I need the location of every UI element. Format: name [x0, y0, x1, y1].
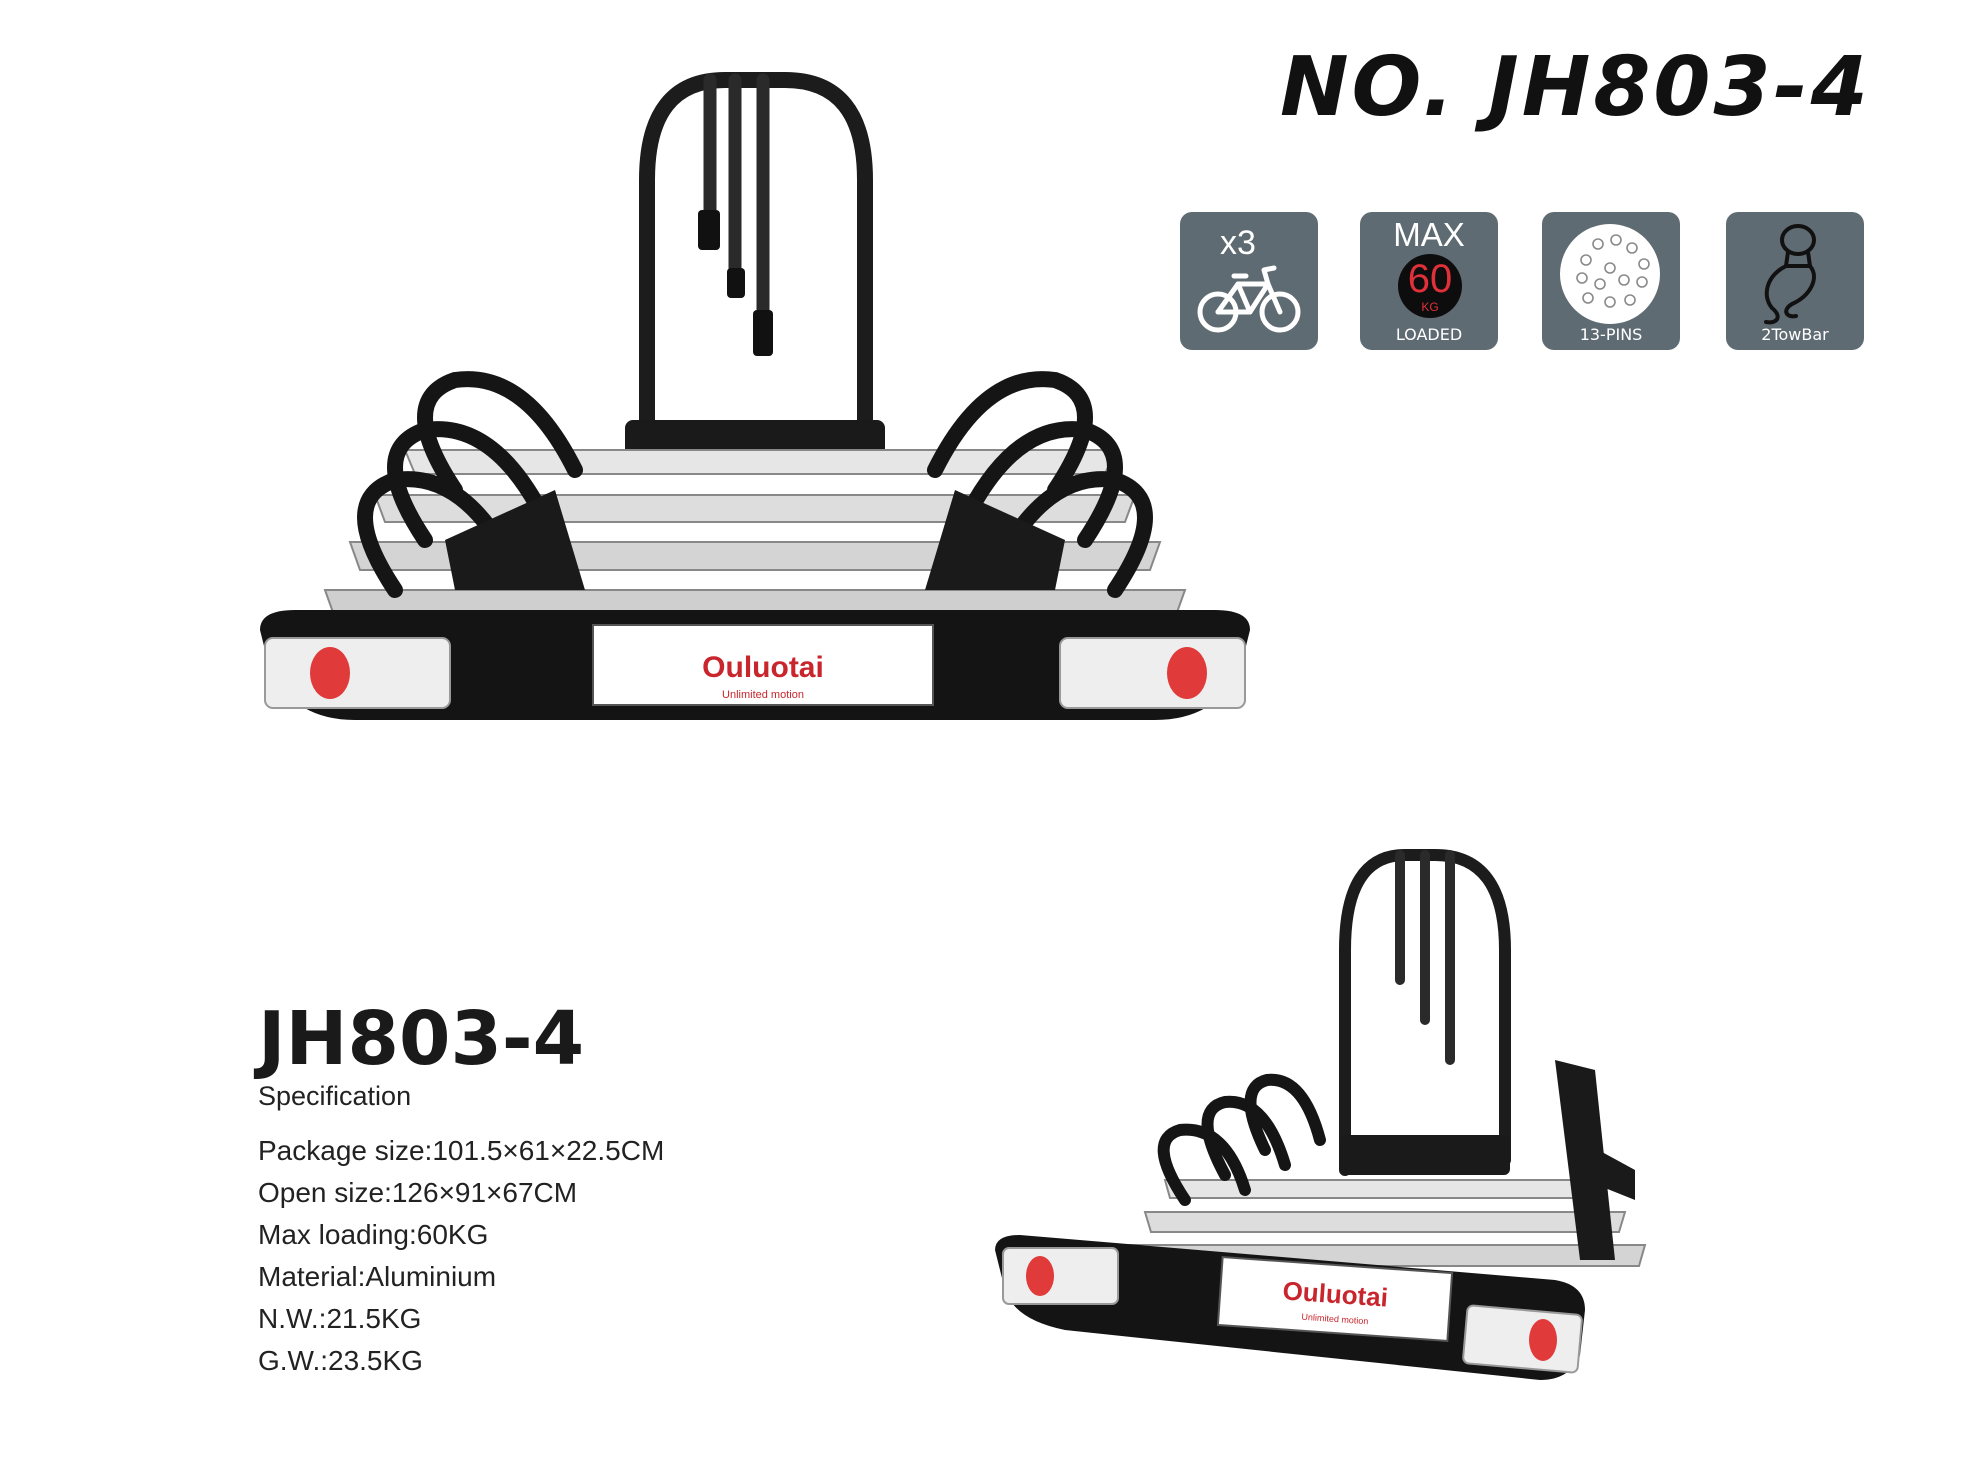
- pins-caption: 13-PINS: [1579, 325, 1643, 344]
- main-plate-brand: Ouluotai: [702, 651, 824, 684]
- page-title: NO. JH803-4: [1280, 40, 1871, 135]
- main-plate-tagline: Unlimited motion: [722, 689, 804, 701]
- angled-plate-tagline: Unlimited motion: [1301, 1312, 1369, 1327]
- load-caption: LOADED: [1395, 325, 1463, 344]
- spec-net-weight: N.W.:21.5KG: [258, 1303, 422, 1334]
- weight-unit: KG: [1421, 300, 1439, 314]
- spec-material: Material:Aluminium: [258, 1261, 497, 1292]
- feature-pins-tile: 13-PINS: [1542, 212, 1680, 350]
- spec-max-loading: Max loading:60KG: [258, 1219, 489, 1250]
- weight-badge: 60 KG: [1398, 254, 1462, 318]
- feature-towbar-tile: 2TowBar: [1726, 212, 1864, 350]
- bicycle-icon: [1197, 265, 1301, 333]
- spec-package-size: Package size:101.5×61×22.5CM: [258, 1135, 665, 1166]
- spec-open-size: Open size:126×91×67CM: [258, 1177, 578, 1208]
- spec-list: Package size:101.5×61×22.5CM Open size:1…: [258, 1130, 664, 1382]
- feature-load-tile: MAX 60 KG LOADED: [1360, 212, 1498, 350]
- angled-plate-brand: Ouluotai: [1282, 1275, 1389, 1312]
- product-image-angled: Ouluotai Unlimited motion: [995, 840, 1755, 1400]
- max-label: MAX: [1393, 216, 1465, 253]
- product-image-front: Ouluotai Unlimited motion: [255, 70, 1265, 760]
- spec-heading: Specification: [258, 1081, 412, 1111]
- bikes-count: x3: [1220, 224, 1256, 262]
- weight-value: 60: [1407, 257, 1453, 301]
- spec-model-number: JH803-4: [258, 996, 585, 1082]
- towbar-caption: 2TowBar: [1761, 325, 1829, 344]
- socket-pins-icon: [1560, 224, 1660, 324]
- spec-gross-weight: G.W.:23.5KG: [258, 1345, 423, 1376]
- tow-ball-icon: [1764, 224, 1816, 325]
- feature-bikes-tile: x3: [1180, 212, 1318, 350]
- feature-icons-row: x3 MAX 60 KG LOADED: [1180, 212, 1870, 352]
